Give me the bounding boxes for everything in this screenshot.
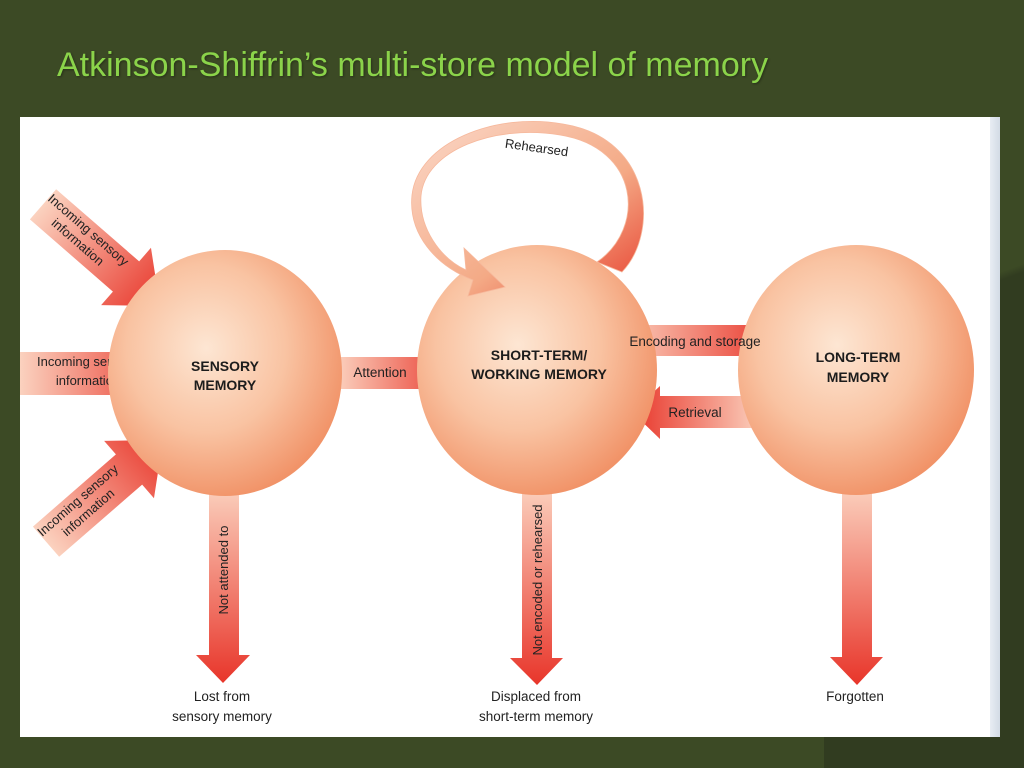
- forgotten-arrow: [830, 485, 883, 685]
- encoding-arrow: [620, 315, 778, 366]
- short-term-outcome-line1: Displaced from: [491, 689, 581, 704]
- short-term-outcome-line2: short-term memory: [479, 709, 593, 724]
- encoding-label: Encoding and storage: [629, 334, 760, 349]
- retrieval-label: Retrieval: [668, 405, 721, 420]
- long-term-memory-label-line1: LONG-TERM: [816, 349, 901, 365]
- long-term-memory-label-line2: MEMORY: [827, 369, 890, 385]
- sensory-memory-label-line1: SENSORY: [191, 358, 260, 374]
- long-term-outcome: Forgotten: [826, 689, 884, 704]
- sensory-outcome-line2: sensory memory: [172, 709, 272, 724]
- sensory-memory-sphere: SENSORY MEMORY: [108, 250, 342, 496]
- attention-label: Attention: [353, 365, 406, 380]
- not-encoded-label: Not encoded or rehearsed: [530, 504, 545, 655]
- not-encoded-arrow: Not encoded or rehearsed: [510, 485, 563, 685]
- retrieval-arrow: [632, 386, 762, 439]
- short-term-memory-label-line2: WORKING MEMORY: [471, 366, 607, 382]
- not-attended-label: Not attended to: [216, 526, 231, 615]
- short-term-memory-label-line1: SHORT-TERM/: [491, 347, 588, 363]
- long-term-memory-sphere: LONG-TERM MEMORY: [738, 245, 974, 495]
- short-term-memory-sphere: SHORT-TERM/ WORKING MEMORY: [417, 245, 657, 495]
- page-title: Atkinson-Shiffrin’s multi-store model of…: [57, 46, 769, 84]
- incoming-middle-line2: information: [56, 373, 120, 388]
- panel-edge: [990, 117, 1000, 737]
- rehearsed-label: Rehearsed: [504, 136, 569, 160]
- not-attended-arrow: Not attended to: [196, 485, 250, 683]
- sensory-outcome-line1: Lost from: [194, 689, 250, 704]
- sensory-memory-label-line2: MEMORY: [194, 377, 257, 393]
